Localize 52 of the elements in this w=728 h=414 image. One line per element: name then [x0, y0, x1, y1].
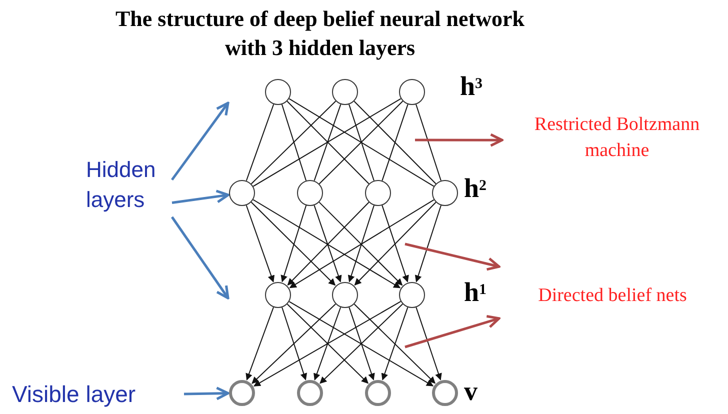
- arrow: [172, 190, 230, 204]
- connection-line: [354, 100, 436, 184]
- connection-line: [281, 104, 307, 182]
- connection-arrow: [252, 199, 401, 288]
- arrow: [415, 133, 504, 147]
- text-label: Hidden layers: [86, 155, 170, 215]
- connection-line: [252, 98, 402, 187]
- connection-arrow: [286, 304, 368, 384]
- connection-line: [382, 104, 408, 182]
- layer-label: h$^{1}$: [464, 276, 487, 308]
- connection-arrow: [318, 202, 403, 286]
- layer-label: v: [464, 375, 478, 407]
- arrow: [184, 386, 230, 400]
- diagram-title: The structure of deep belief neural network with 3 hidden layers: [114, 5, 526, 62]
- connection-arrow: [314, 306, 342, 380]
- connection-arrow: [354, 304, 436, 384]
- connection-line: [314, 104, 342, 182]
- connection-arrow: [282, 306, 308, 380]
- connection-line: [288, 98, 434, 187]
- text-label: Restricted Boltzmann machine: [508, 112, 726, 164]
- connection-arrow: [289, 199, 434, 288]
- connection-arrow: [314, 204, 342, 282]
- text-label: Directed belief nets: [505, 282, 720, 310]
- connection-arrow: [416, 306, 442, 380]
- connection-arrow: [280, 204, 307, 282]
- connection-line: [348, 104, 374, 182]
- arrow: [170, 102, 230, 181]
- arrow: [404, 242, 500, 271]
- connection-arrow: [252, 303, 336, 384]
- connection-arrow: [246, 306, 274, 381]
- layer-label: h$^{2}$: [464, 172, 487, 204]
- connection-line: [416, 104, 442, 182]
- connection-arrow: [254, 301, 402, 386]
- connection-arrow: [354, 202, 436, 286]
- connection-arrow: [288, 301, 434, 386]
- connection-arrow: [414, 204, 442, 282]
- text-label: Visible layer: [12, 380, 182, 408]
- connection-arrow: [246, 204, 275, 282]
- connection-line: [286, 100, 370, 184]
- connection-arrow: [320, 304, 404, 384]
- connection-arrow: [348, 306, 375, 380]
- connection-arrow: [287, 202, 370, 286]
- arrow: [170, 216, 230, 300]
- arrow: [404, 315, 500, 348]
- connection-arrow: [382, 204, 409, 282]
- connection-line: [246, 104, 274, 182]
- connection-line: [318, 100, 404, 184]
- layer-label: h$^{3}$: [460, 70, 483, 102]
- connection-arrow: [348, 204, 374, 282]
- connection-line: [250, 100, 336, 184]
- connection-arrow: [381, 306, 408, 380]
- connection-arrow: [250, 202, 336, 286]
